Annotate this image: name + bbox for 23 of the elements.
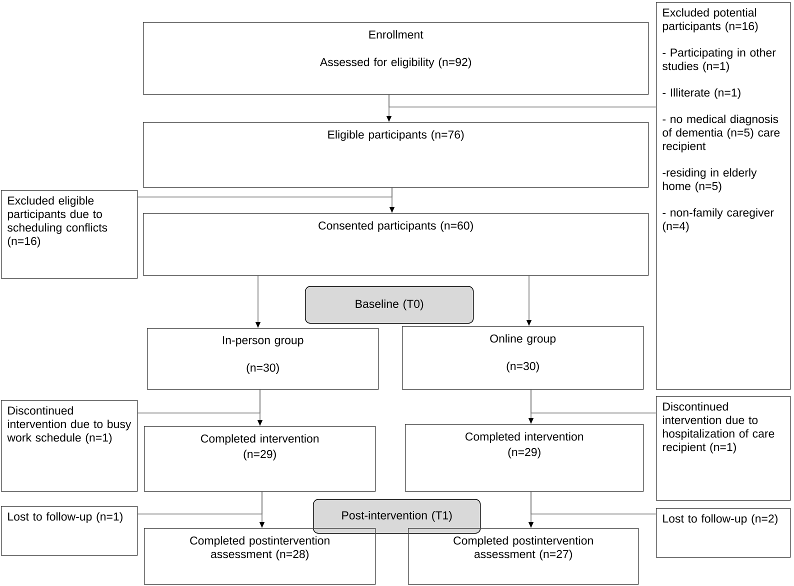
process-box: Discontinued intervention due to hospitalization of care recipient (n=1) <box>656 396 791 501</box>
connector-line <box>388 94 656 108</box>
process-box: Lost to follow-up (n=2) <box>656 508 791 558</box>
process-box: Consented participants (n=60) <box>143 213 649 276</box>
process-box: Excluded eligible participants due to scheduling conflicts (n=16) <box>1 190 138 279</box>
connector-line <box>137 187 392 198</box>
connector-line <box>530 389 656 414</box>
process-box: In-person group (n=30) <box>147 328 379 390</box>
process-box: Online group (n=30) <box>402 326 644 390</box>
process-box: Discontinued intervention due to busy work schedule (n=1) <box>1 400 138 492</box>
process-box: Completed intervention (n=29) <box>405 424 644 492</box>
connector-line <box>137 389 260 414</box>
process-box: Completed intervention (n=29) <box>144 426 376 492</box>
stage-label: Post-intervention (T1) <box>313 499 481 534</box>
process-box: Excluded potential participants (n=16) - Participating in other studies (n=1) - Illiterate (n=1) - no medical diagnosis of dementia (n=5) care recipient -residing in elderly home (n=5) - non-family caregiver (n=4) <box>656 2 791 390</box>
process-box: Lost to follow-up (n=1) <box>1 506 138 556</box>
stage-label: Baseline (T0) <box>305 286 474 324</box>
process-box: Completed postintervention assessment (n=28) <box>144 528 376 585</box>
connector-line <box>530 491 656 514</box>
process-box: Eligible participants (n=76) <box>143 122 649 188</box>
connector-line <box>137 491 262 514</box>
process-box: Completed postintervention assessment (n=27) <box>408 528 639 585</box>
process-box: Enrollment Assessed for eligibility (n=92) <box>143 22 649 95</box>
